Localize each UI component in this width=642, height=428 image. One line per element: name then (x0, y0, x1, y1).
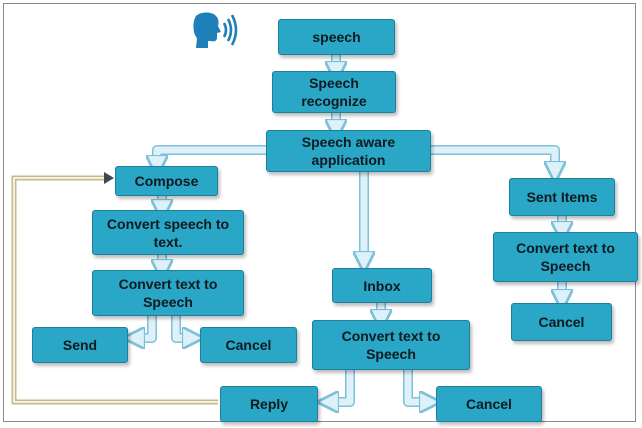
node-speech: speech (278, 19, 395, 55)
node-speech-aware-application: Speech aware application (266, 130, 431, 172)
node-send: Send (32, 327, 128, 363)
node-cancel-left: Cancel (200, 327, 297, 363)
node-convert-text-to-speech-mid: Convert text to Speech (312, 320, 470, 370)
node-sent-items: Sent Items (509, 178, 615, 216)
node-compose: Compose (115, 166, 218, 196)
speaking-head-icon (193, 12, 238, 48)
node-cancel-mid: Cancel (436, 386, 542, 422)
node-convert-speech-to-text: Convert speech to text. (92, 210, 244, 255)
node-cancel-right: Cancel (511, 303, 612, 341)
node-reply: Reply (220, 386, 318, 422)
node-convert-text-to-speech-right: Convert text to Speech (493, 232, 638, 282)
node-inbox: Inbox (332, 268, 432, 303)
node-convert-text-to-speech-left: Convert text to Speech (92, 270, 244, 316)
loop-arrowhead (104, 172, 114, 184)
diagram-frame (3, 3, 636, 422)
node-speech-recognize: Speech recognize (272, 71, 396, 113)
